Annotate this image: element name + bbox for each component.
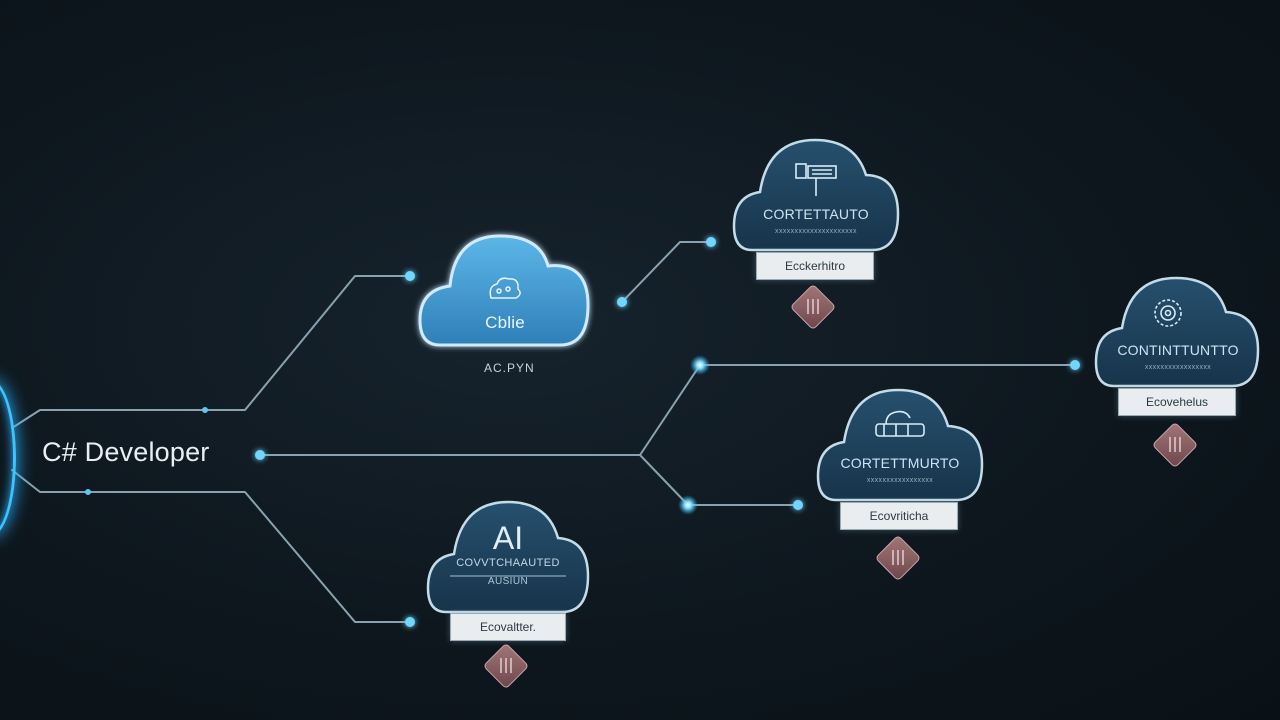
endpoint-dots	[85, 237, 1080, 627]
endpoint-dot	[706, 237, 716, 247]
server-icon	[875, 410, 925, 437]
cloud-node-right[interactable]	[1094, 276, 1260, 388]
right-cloud-tag[interactable]: Ecovehelus	[1118, 388, 1236, 416]
top-cloud-text: CORTETTAUTO xxxxxxxxxxxxxxxxxxxxx	[744, 206, 888, 235]
ai-cloud-title: AI	[492, 520, 524, 556]
top-cloud-subtitle: xxxxxxxxxxxxxxxxxxxxx	[775, 228, 857, 235]
endpoint-dot	[405, 271, 415, 281]
diamond-marker	[791, 285, 835, 329]
cloud-node-light[interactable]	[418, 234, 590, 347]
flag-board-icon	[795, 163, 837, 196]
endpoint-dot	[617, 297, 627, 307]
gear-icon	[1154, 299, 1182, 327]
light-cloud-text: Cblie	[440, 313, 570, 333]
mid-cloud-text: CORTETTMURTO xxxxxxxxxxxxxxxxx	[828, 455, 972, 484]
top-cloud-tag[interactable]: Ecckerhitro	[756, 252, 874, 280]
right-cloud-text: CONTINTTUNTTO xxxxxxxxxxxxxxxxx	[1106, 342, 1250, 371]
ai-cloud-tag[interactable]: Ecovaltter.	[450, 613, 566, 641]
right-cloud-subtitle: xxxxxxxxxxxxxxxxx	[1144, 364, 1212, 371]
mid-cloud-tag[interactable]: Ecovriticha	[840, 502, 958, 530]
diamond-marker	[876, 536, 920, 580]
connector-main-lower	[639, 454, 799, 506]
right-cloud-title: CONTINTTUNTTO	[1117, 342, 1239, 358]
cloud-shape	[426, 500, 590, 614]
ai-cloud-subtitle: COVVTCHAAUTED	[456, 557, 560, 569]
cloud-node-mid[interactable]	[816, 388, 984, 502]
mid-cloud-title: CORTETTMURTO	[840, 455, 960, 471]
endpoint-dot	[678, 495, 698, 515]
diamond-markers	[484, 285, 1197, 688]
endpoint-dot	[690, 355, 710, 375]
endpoint-dot	[1070, 360, 1080, 370]
root-node-label[interactable]: C# Developer	[42, 437, 210, 467]
endpoint-dot	[85, 489, 91, 495]
cloud-node-top[interactable]	[732, 138, 900, 252]
cloud-shape	[418, 234, 590, 347]
light-cloud-title: Cblie	[485, 313, 525, 332]
cloud-network-icon	[489, 277, 521, 299]
endpoint-dot	[405, 617, 415, 627]
cloud-shape	[816, 388, 984, 502]
ai-cloud-subtitle-2: AUSIUN	[487, 576, 529, 587]
connector-root-ai-cloud	[11, 469, 411, 623]
endpoint-dot	[255, 450, 265, 460]
mid-cloud-subtitle: xxxxxxxxxxxxxxxxx	[866, 477, 934, 484]
connector-root-light-cloud	[11, 275, 411, 429]
diamond-marker	[484, 644, 528, 688]
endpoint-dot	[793, 500, 803, 510]
ai-cloud-text: AI COVVTCHAAUTED AUSIUN	[438, 522, 578, 587]
endpoint-dot	[202, 407, 208, 413]
light-cloud-caption: AC.PYN	[484, 361, 535, 375]
connector-top-cloud	[621, 241, 712, 303]
top-cloud-title: CORTETTAUTO	[763, 206, 869, 222]
cloud-node-ai[interactable]	[426, 500, 590, 614]
cloud-shape	[1094, 276, 1260, 388]
diamond-marker	[1153, 423, 1197, 467]
